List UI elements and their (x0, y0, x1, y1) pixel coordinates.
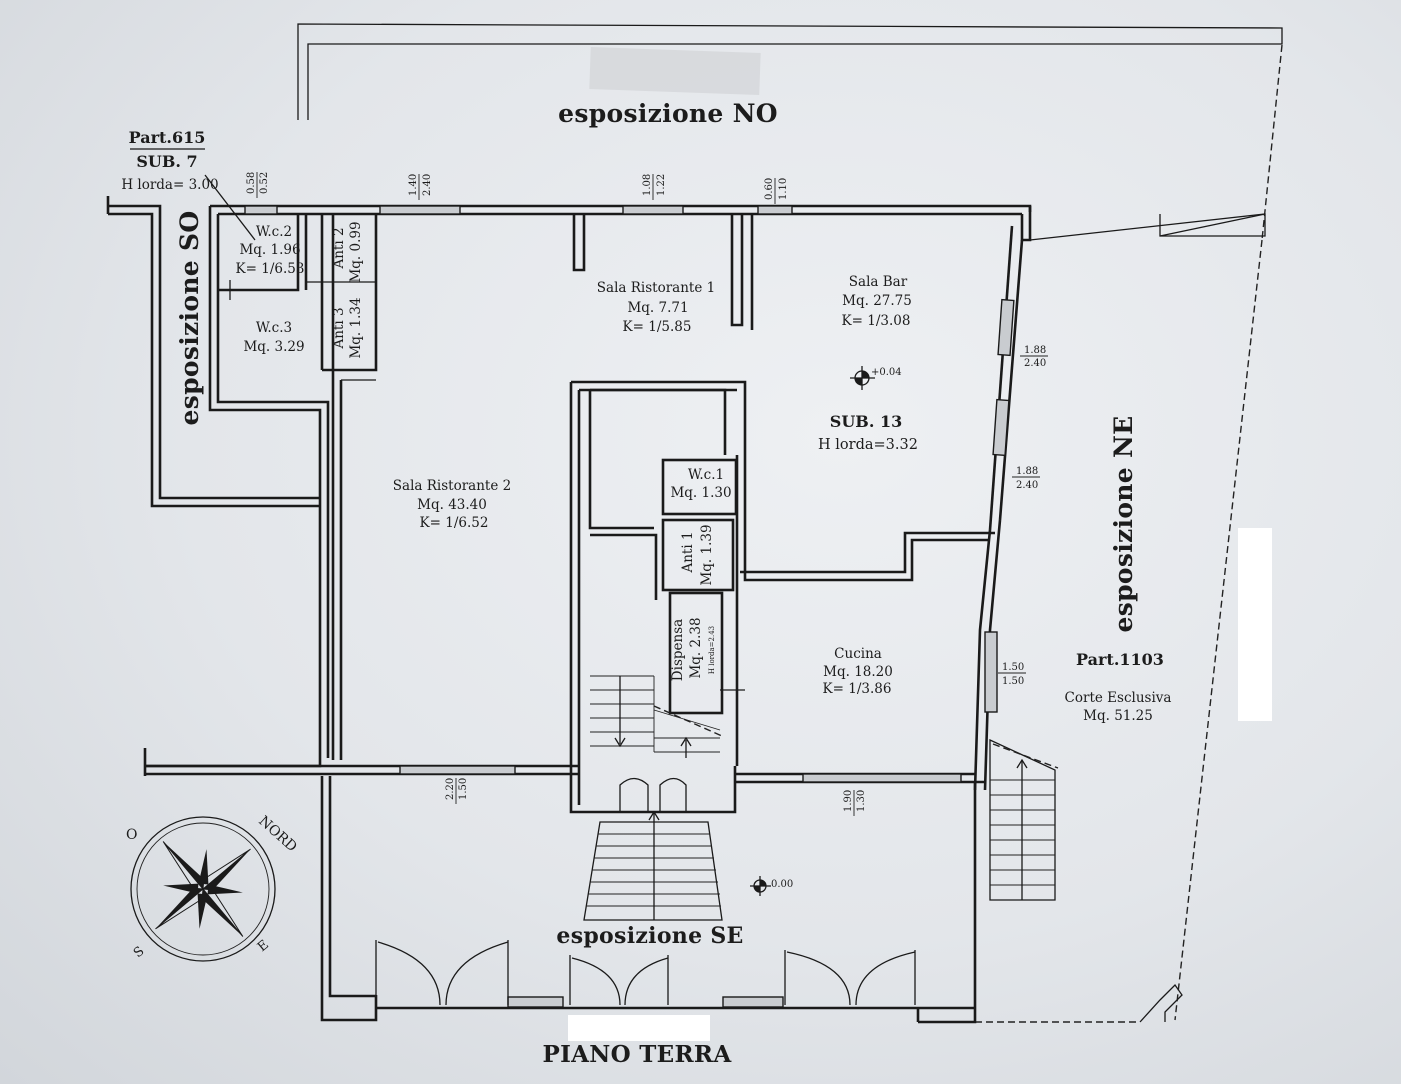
level-bar: +0.04 (871, 367, 902, 378)
opening-dim: 1.08 1.22 (642, 174, 667, 200)
svg-text:Mq. 43.40: Mq. 43.40 (417, 497, 487, 513)
svg-text:1.10: 1.10 (778, 178, 789, 200)
room-anti3: Anti 3 Mq. 1.34 (331, 297, 364, 358)
svg-text:W.c.1: W.c.1 (688, 467, 724, 483)
room-sala-bar: Sala Bar Mq. 27.75 K= 1/3.08 (842, 274, 912, 329)
room-sala-ristorante-1: Sala Ristorante 1 Mq. 7.71 K= 1/5.85 (597, 280, 715, 335)
svg-text:W.c.2: W.c.2 (256, 224, 292, 240)
svg-text:Cucina: Cucina (834, 646, 882, 662)
opening-dim: 0.58 0.52 (246, 172, 270, 198)
lot-boundary (297, 23, 1283, 1023)
room-cucina: Cucina Mq. 18.20 K= 1/3.86 (823, 646, 893, 697)
level-outside: 0.00 (771, 879, 793, 890)
opening-dim: 1.90 1.30 (843, 790, 867, 816)
building-walls (106, 196, 1032, 814)
compass-nord: NORD (255, 813, 300, 855)
svg-text:Mq. 3.29: Mq. 3.29 (243, 339, 304, 355)
windows (244, 205, 1015, 783)
redaction-bar (568, 1015, 710, 1041)
opening-dim: 1.40 2.40 (408, 174, 433, 200)
svg-text:1.88: 1.88 (1024, 345, 1046, 356)
svg-text:1.50: 1.50 (458, 778, 469, 800)
floor-title: PIANO TERRA (543, 1041, 733, 1068)
sub13-label: SUB. 13 (830, 412, 902, 431)
svg-text:K= 1/6.53: K= 1/6.53 (236, 261, 305, 277)
svg-text:Mq. 27.75: Mq. 27.75 (842, 293, 912, 309)
svg-text:2.40: 2.40 (1024, 358, 1046, 369)
room-wc3: W.c.3 Mq. 3.29 (243, 320, 304, 355)
exposure-se: esposizione SE (556, 923, 743, 949)
svg-text:Anti 2: Anti 2 (331, 227, 347, 269)
svg-text:2.40: 2.40 (1016, 480, 1038, 491)
redaction-bar (1238, 528, 1272, 721)
svg-text:1.40: 1.40 (408, 174, 419, 196)
svg-text:0.60: 0.60 (764, 178, 775, 200)
svg-text:Mq. 7.71: Mq. 7.71 (627, 300, 688, 316)
svg-text:H lorda=2.43: H lorda=2.43 (708, 626, 716, 674)
part615-label: Part.615 (129, 128, 206, 147)
room-anti2: Anti 2 Mq. 0.99 (331, 221, 364, 282)
svg-text:Mq. 0.99: Mq. 0.99 (348, 221, 364, 282)
room-wc2: W.c.2 Mq. 1.96 K= 1/6.53 (236, 224, 305, 277)
exposure-so: esposizione SO (175, 211, 204, 426)
opening-dim: 1.88 2.40 (1020, 345, 1048, 369)
part1103-label: Part.1103 (1076, 650, 1164, 669)
opening-dim: 0.60 1.10 (764, 178, 789, 204)
svg-text:Anti 1: Anti 1 (680, 531, 696, 573)
svg-text:0.58: 0.58 (246, 172, 257, 194)
svg-text:0.52: 0.52 (259, 172, 270, 194)
part1103-area: Mq. 51.25 (1083, 708, 1153, 724)
svg-text:Sala Ristorante 2: Sala Ristorante 2 (393, 478, 511, 494)
leader-line (204, 174, 256, 241)
room-dispensa: Dispensa Mq. 2.38 H lorda=2.43 (670, 617, 716, 681)
svg-text:Sala Bar: Sala Bar (849, 274, 908, 290)
svg-text:Dispensa: Dispensa (670, 619, 686, 681)
room-wc1: W.c.1 Mq. 1.30 (670, 467, 731, 501)
opening-dim: 1.50 1.50 (998, 662, 1026, 687)
svg-text:K= 1/5.85: K= 1/5.85 (623, 319, 692, 335)
svg-text:2.20: 2.20 (445, 778, 456, 800)
level-marker-bar (850, 366, 875, 390)
svg-text:Anti 3: Anti 3 (331, 307, 347, 349)
svg-text:Mq. 2.38: Mq. 2.38 (688, 617, 704, 678)
svg-text:1.22: 1.22 (656, 174, 667, 196)
svg-text:1.30: 1.30 (856, 790, 867, 812)
part615-height: H lorda= 3.00 (121, 177, 218, 193)
svg-text:2.40: 2.40 (422, 174, 433, 196)
svg-text:1.08: 1.08 (642, 174, 653, 196)
compass-s: S (131, 944, 147, 961)
part615-sub: SUB. 7 (136, 152, 197, 171)
svg-text:K= 1/3.08: K= 1/3.08 (842, 313, 911, 329)
svg-text:K= 1/6.52: K= 1/6.52 (420, 515, 489, 531)
svg-text:Mq. 18.20: Mq. 18.20 (823, 664, 893, 680)
exposure-no: esposizione NO (558, 99, 778, 128)
sub13-height: H lorda=3.32 (818, 437, 918, 453)
opening-dim: 2.20 1.50 (445, 778, 469, 804)
svg-text:Mq. 1.30: Mq. 1.30 (670, 485, 731, 501)
svg-text:W.c.3: W.c.3 (256, 320, 292, 336)
compass-o: O (126, 827, 137, 843)
compass-e: E (255, 937, 272, 955)
svg-text:1.88: 1.88 (1016, 466, 1038, 477)
room-sala-ristorante-2: Sala Ristorante 2 Mq. 43.40 K= 1/6.52 (393, 478, 511, 531)
svg-text:1.90: 1.90 (843, 790, 854, 812)
compass-rose-icon (130, 816, 276, 962)
room-anti1: Anti 1 Mq. 1.39 (680, 524, 715, 585)
opening-dim: 1.88 2.40 (1012, 466, 1040, 491)
stairs (583, 675, 1059, 921)
front-facade (320, 776, 977, 1024)
svg-text:1.50: 1.50 (1002, 662, 1024, 673)
level-marker-outside (750, 876, 771, 896)
svg-text:Mq. 1.96: Mq. 1.96 (239, 242, 300, 258)
tape-mark (589, 47, 761, 95)
svg-text:Sala Ristorante 1: Sala Ristorante 1 (597, 280, 715, 296)
svg-text:1.50: 1.50 (1002, 676, 1024, 687)
exposure-ne: esposizione NE (1109, 416, 1138, 633)
part1103-area-name: Corte Esclusiva (1065, 690, 1172, 706)
svg-text:K= 1/3.86: K= 1/3.86 (823, 681, 892, 697)
svg-text:Mq. 1.34: Mq. 1.34 (348, 297, 364, 358)
svg-text:Mq. 1.39: Mq. 1.39 (699, 524, 715, 585)
